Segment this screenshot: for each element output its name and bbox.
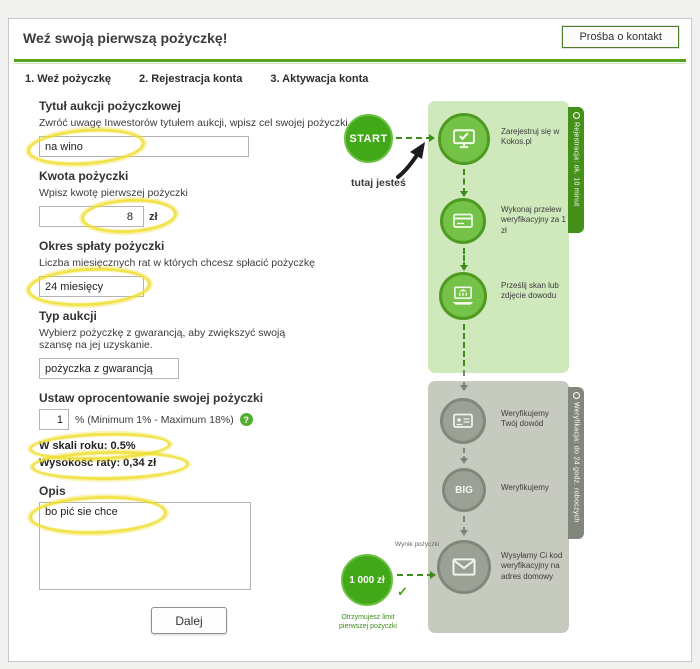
auction-title-hint: Zwróć uwagę Inwestorów tytułem aukcji, w…: [39, 117, 348, 129]
description-label: Opis: [39, 484, 66, 498]
page-title: Weź swoją pierwszą pożyczkę!: [23, 30, 228, 46]
interest-label: Ustaw oprocentowanie swojej pożyczki: [39, 391, 264, 405]
envelope-icon: [452, 558, 476, 576]
step-register-account[interactable]: 2. Rejestracja konta: [139, 73, 243, 85]
amount-group: Kwota pożyczki Wpisz kwotę pierwszej poż…: [39, 169, 339, 236]
verification-tab-label: Weryfikacja: do 24 godz. roboczych: [572, 402, 580, 523]
auction-title-group: Tytuł aukcji pożyczkowej Zwróć uwagę Inw…: [25, 99, 348, 170]
registration-tab: Rejestracja: ok. 10 minut: [568, 107, 584, 233]
next-button[interactable]: Dalej: [151, 607, 227, 634]
interest-input[interactable]: [39, 409, 69, 430]
contact-button[interactable]: Prośba o kontakt: [561, 25, 680, 49]
big-check-circle: BIG: [442, 468, 486, 512]
interest-group: Ustaw oprocentowanie swojej pożyczki % (…: [28, 391, 339, 482]
process-diagram: Rejestracja: ok. 10 minut Weryfikacja: d…: [339, 97, 693, 659]
code-letter-circle: [437, 540, 491, 594]
steps-nav: 1. Weź pożyczkę 2. Rejestracja konta 3. …: [25, 73, 368, 85]
loan-limit-caption: Otrzymujesz limit pierwszej pożyczki: [339, 614, 397, 631]
loan-form: Tytuł aukcji pożyczkowej Zwróć uwagę Inw…: [25, 99, 348, 634]
auction-type-group: Typ aukcji Wybierz pożyczkę z gwarancją,…: [39, 309, 339, 379]
annual-rate-text: W skali roku: 0.5%: [39, 440, 136, 452]
connector: [463, 324, 465, 366]
interest-results: W skali roku: 0.5% Wysokość raty: 0,34 z…: [28, 430, 339, 482]
auction-type-hint: Wybierz pożyczkę z gwarancją, aby zwięks…: [39, 327, 286, 351]
step-take-loan[interactable]: 1. Weź pożyczkę: [25, 73, 111, 85]
auction-type-select[interactable]: [39, 358, 179, 379]
check-icon: ✓: [397, 584, 408, 599]
verify-id-label: Weryfikujemy Twój dowód: [501, 409, 549, 429]
hand-drawn-arrow-icon: [396, 142, 425, 179]
register-step-label: Zarejestruj się w Kokos.pl: [501, 127, 560, 147]
description-textarea[interactable]: bo pić sie chce: [39, 502, 251, 590]
transfer-card-icon: [453, 213, 473, 228]
verify-id-circle: [440, 398, 486, 444]
period-hint: Liczba miesięcznych rat w których chcesz…: [39, 257, 316, 269]
loan-limit-badge: 1 000 zł: [341, 554, 393, 606]
connector: [460, 169, 468, 197]
monitor-check-icon: [453, 129, 475, 149]
register-step-circle: [438, 113, 490, 165]
auction-title-input[interactable]: [39, 136, 249, 157]
registration-tab-label: Rejestracja: ok. 10 minut: [572, 122, 580, 207]
step-activate-account[interactable]: 3. Aktywacja konta: [270, 73, 369, 85]
start-badge: START: [344, 114, 393, 163]
auction-type-label: Typ aukcji: [39, 309, 97, 323]
period-group: Okres spłaty pożyczki Liczba miesięcznyc…: [26, 239, 339, 310]
code-letter-label: Wysyłamy Ci kod weryfikacyjny na adres d…: [501, 551, 563, 581]
amount-label: Kwota pożyczki: [39, 169, 129, 183]
scan-step-circle: [439, 272, 487, 320]
amount-hint: Wpisz kwotę pierwszej pożyczki: [39, 187, 188, 199]
period-input[interactable]: [39, 276, 144, 297]
connector: [460, 448, 468, 464]
you-are-here-label: tutaj jesteś: [351, 177, 406, 189]
start-arrow: [396, 134, 435, 142]
amount-unit: zł: [149, 210, 158, 223]
header-divider: [14, 59, 686, 62]
connector: [460, 516, 468, 536]
big-check-label: Weryfikujemy: [501, 483, 549, 492]
big-icon: BIG: [455, 484, 473, 496]
interest-range-note: % (Minimum 1% - Maximum 18%): [75, 413, 234, 426]
id-card-icon: [453, 413, 473, 428]
clock-icon: [572, 392, 580, 399]
verification-tab: Weryfikacja: do 24 godz. roboczych: [568, 387, 584, 539]
clock-icon: [572, 112, 580, 119]
amount-input[interactable]: [39, 206, 144, 227]
result-arrow: [397, 571, 436, 579]
transfer-step-circle: [440, 198, 486, 244]
header-divider-light: [14, 63, 686, 64]
description-group: Opis bo pić sie chce: [28, 484, 339, 595]
scan-step-label: Prześlij skan lub zdjęcie dowodu: [501, 281, 559, 301]
laptop-bank-icon: [452, 286, 474, 305]
connector: [460, 248, 468, 271]
transfer-step-label: Wykonaj przelew weryfikacyjny za 1 zł: [501, 205, 566, 235]
installment-text: Wysokość raty: 0,34 zł: [39, 457, 157, 469]
period-label: Okres spłaty pożyczki: [39, 239, 165, 253]
connector: [460, 370, 468, 391]
question-icon[interactable]: ?: [239, 413, 253, 426]
auction-title-label: Tytuł aukcji pożyczkowej: [39, 99, 181, 113]
content-panel: Weź swoją pierwszą pożyczkę! Prośba o ko…: [8, 18, 692, 662]
result-caption: Wynik pożyczki: [395, 541, 440, 548]
